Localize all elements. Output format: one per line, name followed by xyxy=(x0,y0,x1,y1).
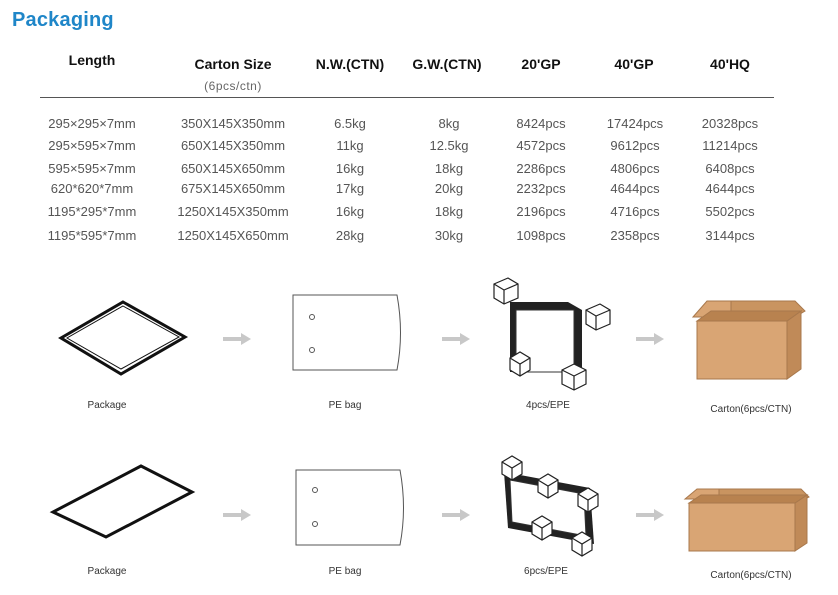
header-nw: N.W.(CTN) xyxy=(315,56,385,72)
epe-stack-icon xyxy=(493,277,611,391)
header-carton-size: Carton Size xyxy=(194,56,272,72)
cell-length: 620*620*7mm xyxy=(50,181,134,196)
step-label-carton: Carton(6pcs/CTN) xyxy=(710,404,792,415)
cell-gw: 18kg xyxy=(434,161,464,176)
cell-gw: 20kg xyxy=(434,181,464,196)
cell-40gp: 2358pcs xyxy=(610,228,660,243)
cell-length: 595×595×7mm xyxy=(48,161,136,176)
square-panel-icon xyxy=(58,300,189,376)
cell-40gp: 17424pcs xyxy=(606,116,664,131)
cell-length: 1195*595*7mm xyxy=(47,228,137,243)
arrow-icon xyxy=(636,333,664,345)
carton-box-icon xyxy=(691,300,806,380)
header-length: Length xyxy=(68,52,116,68)
cell-carton-size: 350X145X350mm xyxy=(180,116,286,131)
cell-nw: 28kg xyxy=(335,228,365,243)
step-label-pe-bag: PE bag xyxy=(328,566,362,577)
header-40hq: 40'HQ xyxy=(710,56,750,72)
rectangle-panel-icon xyxy=(49,464,196,539)
cell-gw: 30kg xyxy=(434,228,464,243)
pe-bag-icon xyxy=(295,469,404,546)
cell-20gp: 4572pcs xyxy=(516,138,566,153)
cell-nw: 16kg xyxy=(335,204,365,219)
cell-20gp: 1098pcs xyxy=(516,228,566,243)
carton-box-icon xyxy=(683,488,810,552)
step-label-package: Package xyxy=(87,566,127,577)
cell-length: 295×595×7mm xyxy=(48,138,136,153)
step-label-epe: 6pcs/EPE xyxy=(524,566,568,577)
arrow-icon xyxy=(636,509,664,521)
cell-length: 1195*295*7mm xyxy=(47,204,137,219)
cell-40gp: 4716pcs xyxy=(610,204,660,219)
step-label-package: Package xyxy=(87,400,127,411)
cell-20gp: 8424pcs xyxy=(516,116,566,131)
arrow-icon xyxy=(223,509,251,521)
cell-40hq: 6408pcs xyxy=(705,161,755,176)
cell-40gp: 9612pcs xyxy=(610,138,660,153)
cell-gw: 12.5kg xyxy=(429,138,469,153)
cell-carton-size: 650X145X650mm xyxy=(180,161,286,176)
cell-40hq: 3144pcs xyxy=(705,228,755,243)
cell-40hq: 5502pcs xyxy=(705,204,755,219)
cell-carton-size: 1250X145X350mm xyxy=(177,204,289,219)
pe-bag-icon xyxy=(292,294,401,371)
cell-nw: 11kg xyxy=(336,138,364,153)
cell-20gp: 2286pcs xyxy=(516,161,566,176)
epe-stack-icon xyxy=(501,455,599,557)
arrow-icon xyxy=(442,333,470,345)
cell-length: 295×295×7mm xyxy=(48,116,136,131)
cell-20gp: 2232pcs xyxy=(516,181,566,196)
cell-40hq: 20328pcs xyxy=(701,116,759,131)
cell-20gp: 2196pcs xyxy=(516,204,566,219)
cell-gw: 18kg xyxy=(434,204,464,219)
cell-40hq: 4644pcs xyxy=(705,181,755,196)
cell-nw: 17kg xyxy=(335,181,365,196)
cell-nw: 16kg xyxy=(335,161,365,176)
carton-subheader: (6pcs/ctn) xyxy=(204,79,262,93)
header-gw: G.W.(CTN) xyxy=(412,56,482,72)
header-divider xyxy=(40,97,774,98)
step-label-epe: 4pcs/EPE xyxy=(526,400,570,411)
cell-nw: 6.5kg xyxy=(334,116,366,131)
cell-carton-size: 650X145X350mm xyxy=(180,138,286,153)
cell-carton-size: 1250X145X650mm xyxy=(177,228,289,243)
step-label-pe-bag: PE bag xyxy=(328,400,362,411)
step-label-carton: Carton(6pcs/CTN) xyxy=(710,570,792,581)
page-title: Packaging xyxy=(12,9,114,31)
cell-carton-size: 675X145X650mm xyxy=(180,181,286,196)
header-20gp: 20'GP xyxy=(521,56,561,72)
arrow-icon xyxy=(442,509,470,521)
cell-40hq: 11214pcs xyxy=(702,138,758,153)
cell-40gp: 4806pcs xyxy=(610,161,660,176)
cell-40gp: 4644pcs xyxy=(610,181,660,196)
arrow-icon xyxy=(223,333,251,345)
header-40gp: 40'GP xyxy=(614,56,654,72)
cell-gw: 8kg xyxy=(438,116,460,131)
